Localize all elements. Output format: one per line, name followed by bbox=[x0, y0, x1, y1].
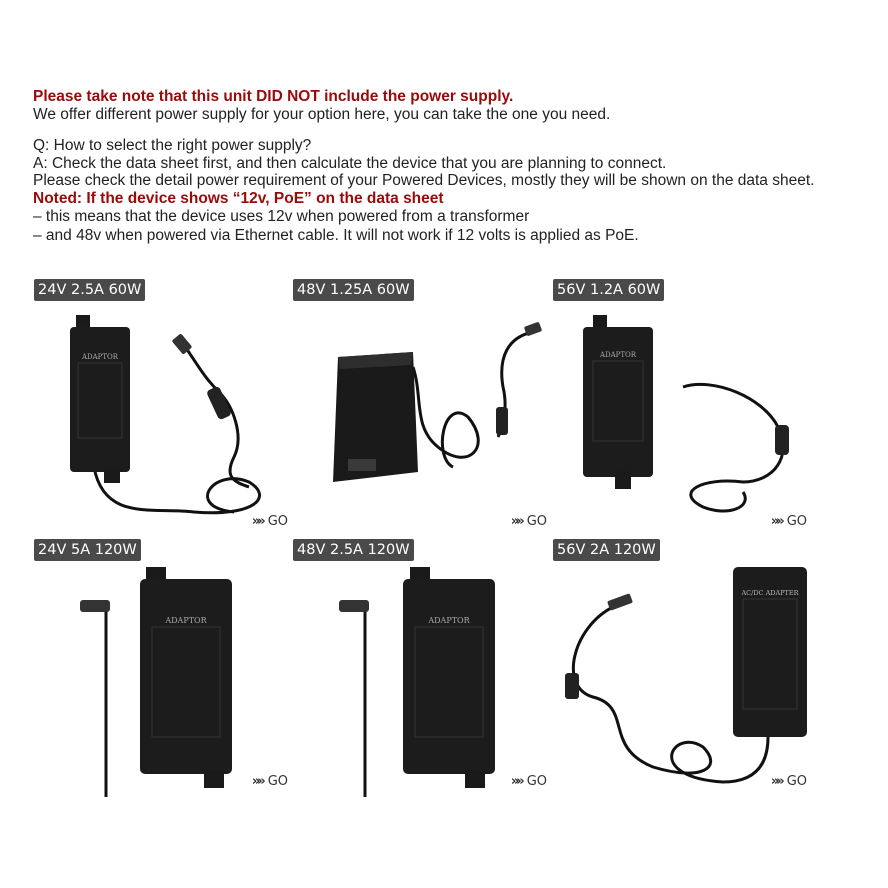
question-text: Q: How to select the right power supply? bbox=[33, 137, 312, 154]
product-card[interactable]: 24V 5A 120W ADAPTOR »»GO bbox=[34, 539, 294, 799]
svg-text:ADAPTOR: ADAPTOR bbox=[599, 351, 637, 359]
note-line-2: – and 48v when powered via Ethernet cabl… bbox=[33, 226, 639, 244]
product-label: 24V 5A 120W bbox=[34, 539, 141, 561]
svg-text:ADAPTOR: ADAPTOR bbox=[164, 616, 207, 625]
svg-text:AC/DC ADAPTER: AC/DC ADAPTER bbox=[740, 589, 799, 597]
product-card[interactable]: 24V 2.5A 60W ADAPTOR »»GO bbox=[34, 279, 294, 539]
product-label: 24V 2.5A 60W bbox=[34, 279, 146, 301]
product-card[interactable]: 56V 2A 120W AC/DC ADAPTER »»GO bbox=[553, 539, 813, 799]
go-link[interactable]: »»GO bbox=[510, 774, 547, 789]
product-card[interactable]: 48V 2.5A 120W ADAPTOR »»GO bbox=[293, 539, 553, 799]
intro-text: Please take note that this unit DID NOT … bbox=[33, 88, 814, 244]
power-adapter-image: ADAPTOR bbox=[583, 315, 789, 513]
go-link[interactable]: »»GO bbox=[770, 774, 807, 789]
note-line-1: – this means that the device uses 12v wh… bbox=[33, 208, 530, 225]
power-adapter-image: ADAPTOR bbox=[80, 567, 232, 797]
offer-text: We offer different power supply for your… bbox=[33, 105, 611, 123]
product-label: 48V 2.5A 120W bbox=[293, 539, 414, 561]
product-label: 48V 1.25A 60W bbox=[293, 279, 414, 301]
answer-text: A: Check the data sheet first, and then … bbox=[33, 154, 667, 172]
product-card[interactable]: 48V 1.25A 60W »»GO bbox=[293, 279, 553, 539]
power-adapter-image: AC/DC ADAPTER bbox=[565, 567, 807, 784]
go-link[interactable]: »»GO bbox=[251, 514, 288, 529]
go-link[interactable]: »»GO bbox=[770, 514, 807, 529]
warning-heading: Please take note that this unit DID NOT … bbox=[33, 88, 514, 105]
product-card[interactable]: 56V 1.2A 60W ADAPTOR »»GO bbox=[553, 279, 813, 539]
check-text: Please check the detail power requiremen… bbox=[33, 172, 815, 189]
go-link[interactable]: »»GO bbox=[251, 774, 288, 789]
power-adapter-image bbox=[333, 322, 542, 482]
go-link[interactable]: »»GO bbox=[510, 514, 547, 529]
product-label: 56V 2A 120W bbox=[553, 539, 660, 561]
power-adapter-image: ADAPTOR bbox=[70, 315, 261, 515]
svg-text:ADAPTOR: ADAPTOR bbox=[427, 616, 470, 625]
svg-text:ADAPTOR: ADAPTOR bbox=[81, 353, 119, 361]
product-label: 56V 1.2A 60W bbox=[553, 279, 665, 301]
power-adapter-image: ADAPTOR bbox=[339, 567, 495, 797]
noted-heading: Noted: If the device shows “12v, PoE” on… bbox=[33, 189, 444, 207]
